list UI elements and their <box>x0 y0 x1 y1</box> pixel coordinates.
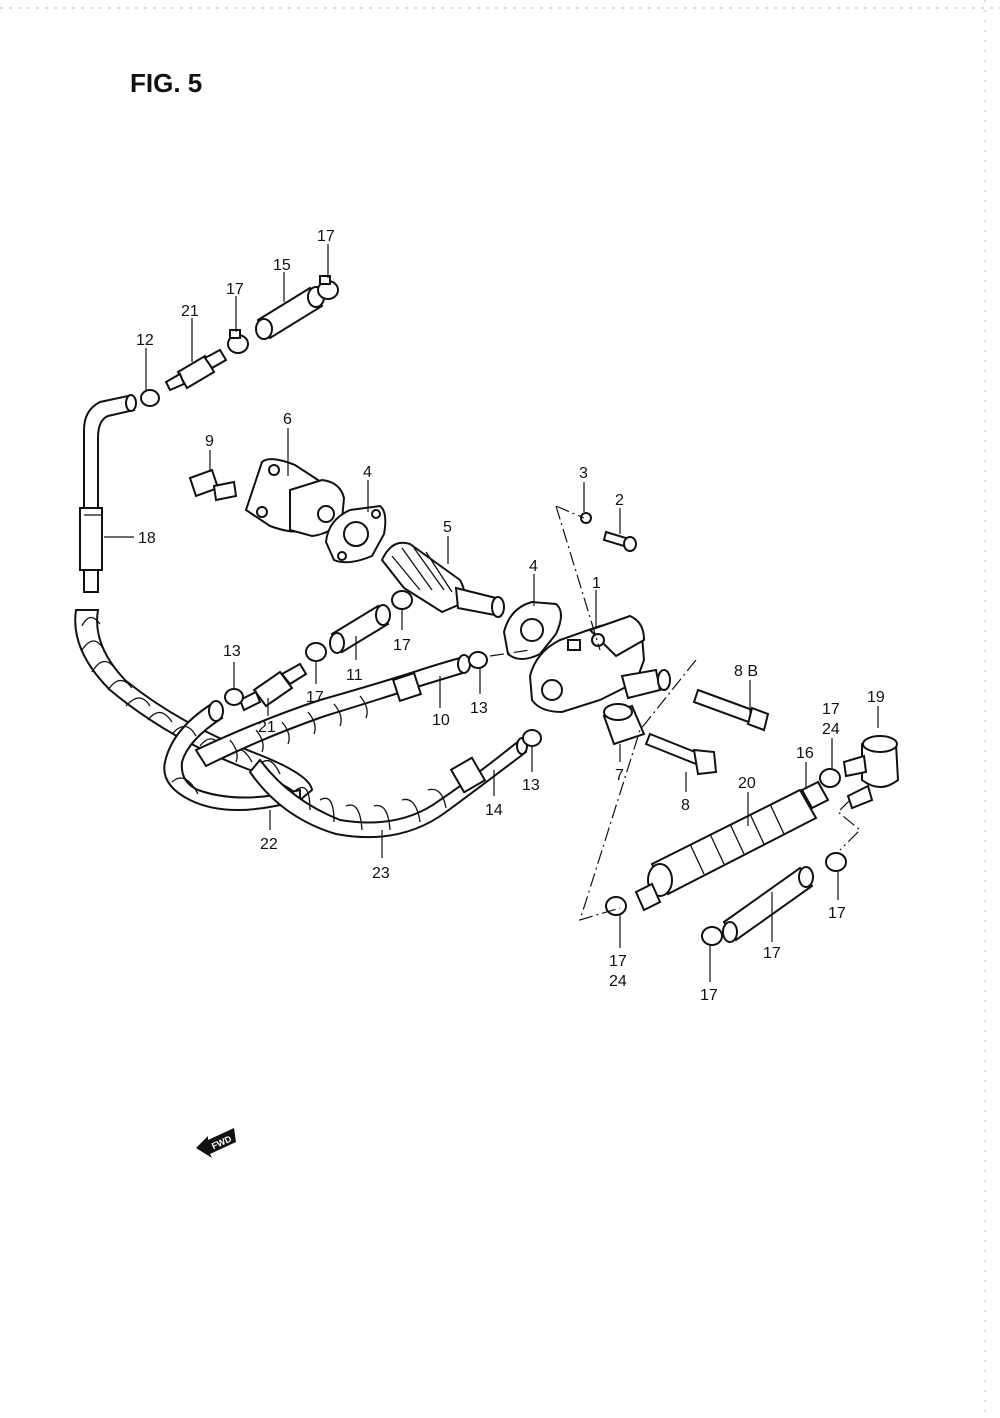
label-3: 3 <box>579 465 588 482</box>
label-8: 8 <box>681 797 690 814</box>
sleeve-7 <box>602 703 646 746</box>
label-11: 10 <box>432 712 450 729</box>
label-17-c: 17 <box>393 637 411 654</box>
clamp-17-left-mid <box>305 642 327 662</box>
label-5: 5 <box>443 519 452 536</box>
label-23: 23 <box>372 865 390 882</box>
hose-11 <box>194 654 471 768</box>
hose-22-wrapped <box>74 609 314 811</box>
label-21-a: 21 <box>181 303 199 320</box>
label-16: 16 <box>796 745 814 762</box>
label-17-a: 17 <box>317 228 335 245</box>
label-21-b: 21 <box>258 719 276 736</box>
hose-23 <box>248 737 528 839</box>
label-13-d: 13 <box>522 777 540 794</box>
label-13-b: 13 <box>223 643 241 660</box>
hose-18 <box>79 394 137 593</box>
label-17-g: 17 <box>609 953 627 970</box>
assembly-line-right <box>837 799 861 851</box>
label-2: 2 <box>615 492 624 509</box>
label-7: 7 <box>615 767 624 784</box>
label-6: 6 <box>283 411 292 428</box>
clamp-17-right-b <box>825 852 847 872</box>
clamp-13-pump-lower <box>522 729 542 747</box>
clamp-17-right-a <box>819 768 841 788</box>
label-4-b: 4 <box>529 558 538 575</box>
label-15: 15 <box>273 257 291 274</box>
washer-3 <box>580 512 592 524</box>
clamp-17-mid <box>391 590 413 610</box>
label-12: 11 <box>346 667 363 684</box>
housing-6 <box>244 458 346 538</box>
clamp-17-bottom-a <box>605 896 627 916</box>
fitting-21-lower <box>238 662 308 712</box>
screw-2 <box>602 530 637 552</box>
hose-10 <box>722 866 814 943</box>
clamp-13-lower-left <box>224 688 244 706</box>
label-8b: 8 B <box>734 663 758 680</box>
label-17-h: 17 <box>700 987 718 1004</box>
gear-5 <box>380 541 505 618</box>
bolt-9 <box>188 468 238 502</box>
pump-body-1 <box>528 614 671 714</box>
assembly-line-upper-short <box>555 505 585 519</box>
clamp-17-bottom-b <box>701 926 723 946</box>
label-18: 18 <box>138 530 156 547</box>
gasket-4-lower <box>502 600 562 660</box>
cap-19 <box>842 735 900 810</box>
label-17-b: 17 <box>226 281 244 298</box>
label-4-a: 4 <box>363 464 372 481</box>
label-1: 1 <box>592 575 601 592</box>
label-14: 14 <box>485 802 503 819</box>
label-17-e: 17 <box>822 701 840 718</box>
label-19: 19 <box>867 689 885 706</box>
fitting-21-upper <box>164 348 228 392</box>
label-10: 17 <box>763 945 781 962</box>
label-17-d: 17 <box>306 689 324 706</box>
clamp-13-pump-upper <box>468 651 488 669</box>
label-13-a: 12 <box>136 332 154 349</box>
label-24-b: 24 <box>609 973 627 990</box>
label-9: 9 <box>205 433 214 450</box>
assembly-line-hose <box>489 649 531 657</box>
filter-20 <box>634 780 830 912</box>
clamp-17-top <box>317 275 339 300</box>
tube-12 <box>329 604 391 654</box>
leader-lines <box>104 244 879 982</box>
bolt-8 <box>644 732 718 776</box>
gasket-4-upper <box>324 504 387 564</box>
label-22: 22 <box>260 836 278 853</box>
label-17-f: 17 <box>828 905 846 922</box>
fwd-arrow-icon: FWD <box>196 1128 236 1158</box>
label-13-c: 13 <box>470 700 488 717</box>
label-20: 20 <box>738 775 756 792</box>
tube-15 <box>255 286 325 340</box>
clamp-17-upper-left <box>227 329 249 354</box>
clamp-13-upper <box>140 389 160 407</box>
stud-8b <box>692 688 770 732</box>
figure-title: FIG. 5 <box>130 68 202 98</box>
label-24-a: 24 <box>822 721 840 738</box>
assembly-line-upper <box>555 505 601 651</box>
